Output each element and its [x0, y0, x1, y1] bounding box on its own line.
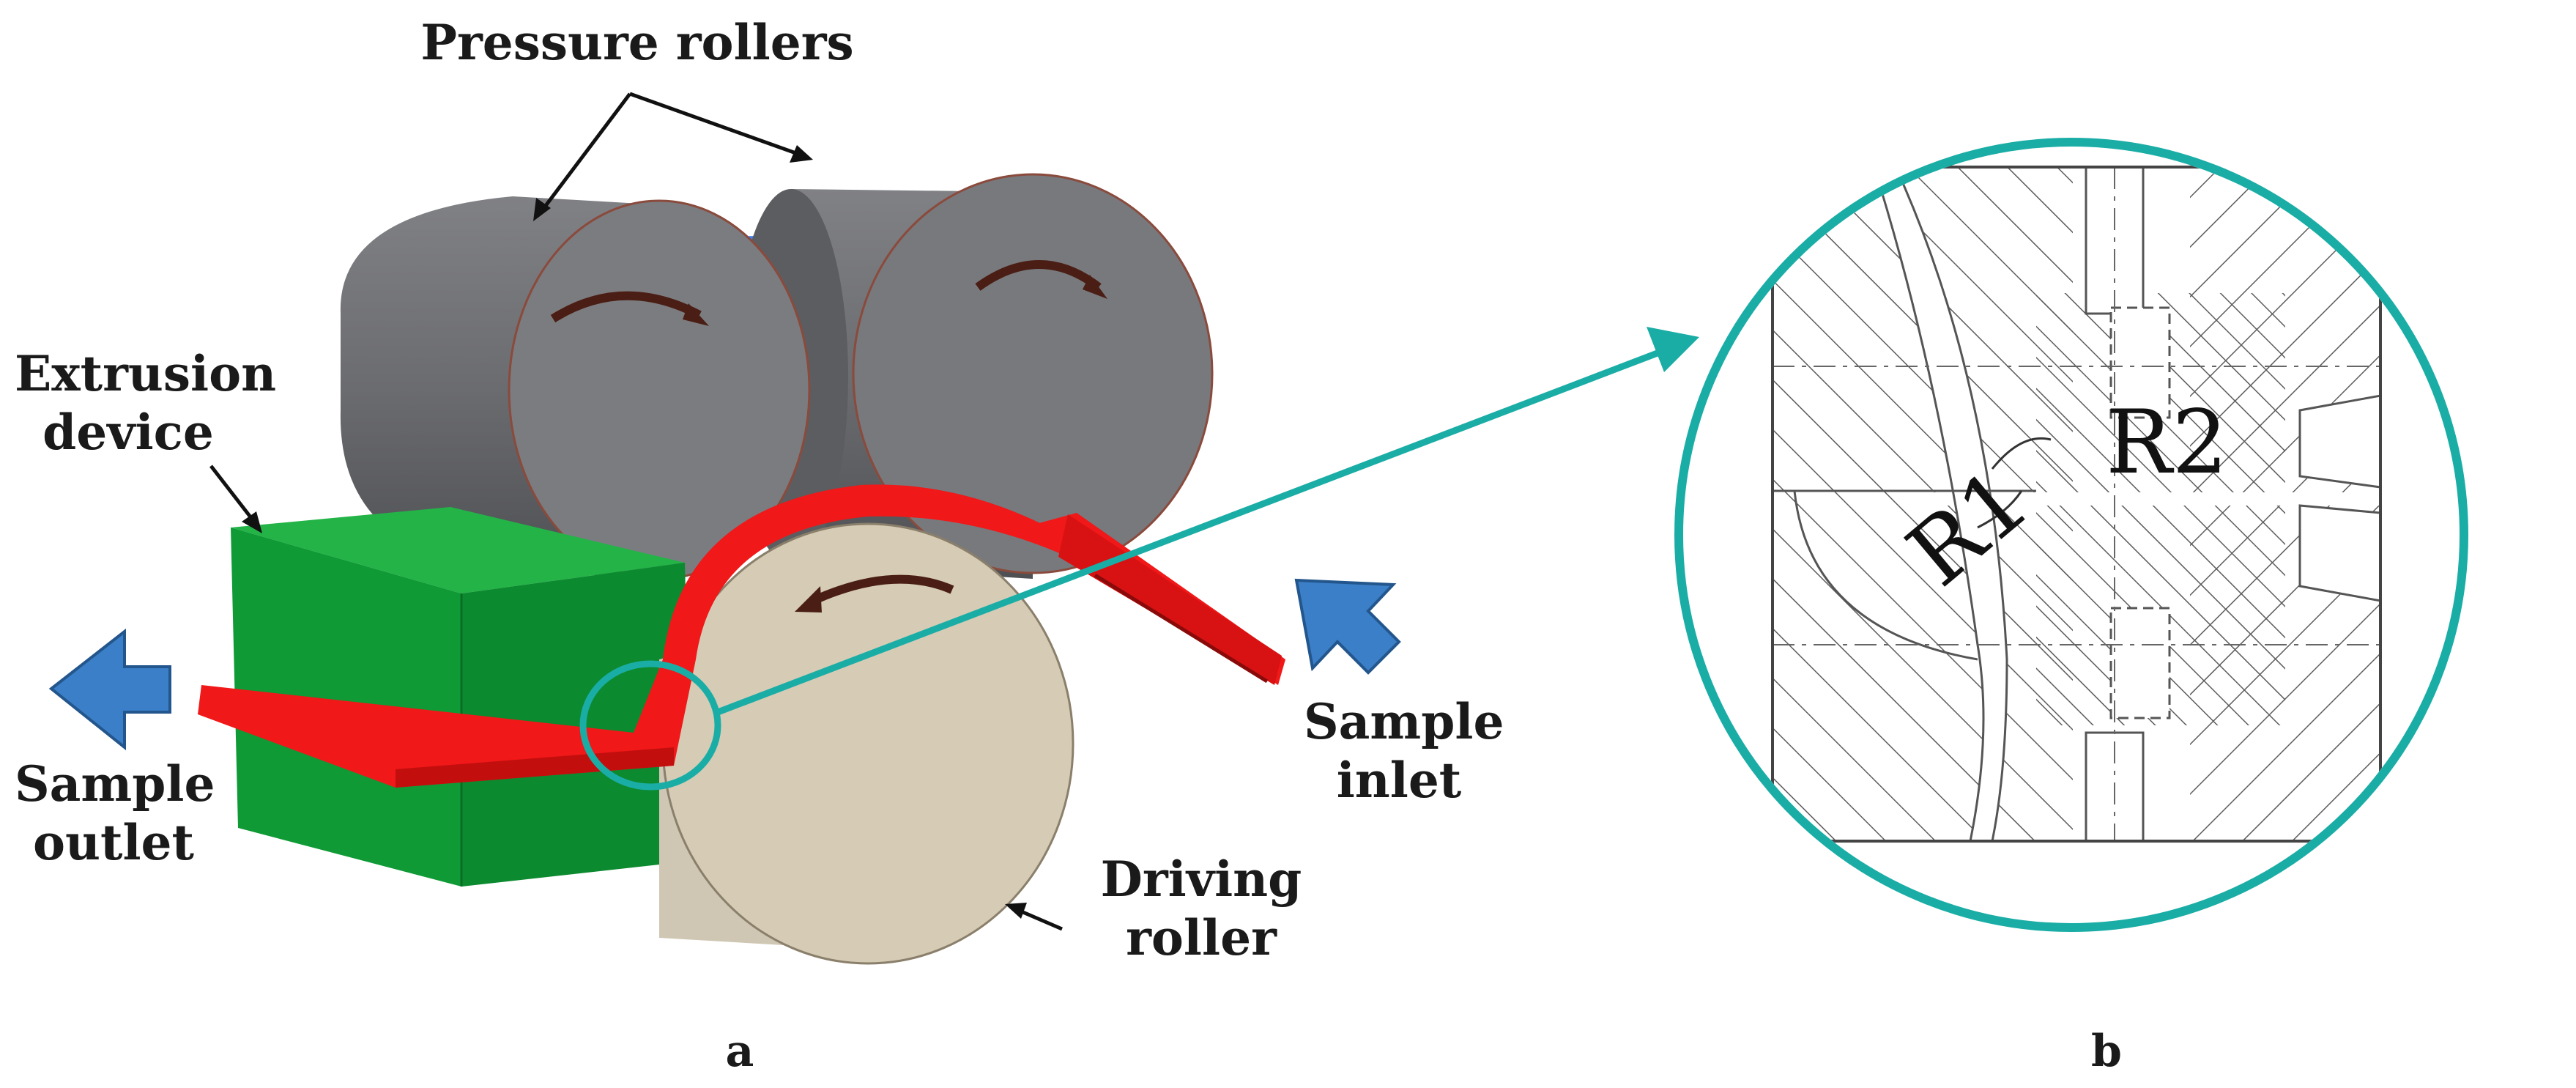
panel-b-die-cross-section: R2 R1 [1674, 138, 2468, 932]
sample-outlet-label-line1: Sample [15, 755, 215, 813]
pressure-roller-left [340, 196, 811, 580]
extrusion-device-label-line1: Extrusion [15, 345, 277, 402]
pressure-rollers-leaders [533, 92, 813, 221]
pressure-rollers-label: Pressure rollers [420, 14, 854, 71]
driving-roller-rotation-arrow [795, 574, 954, 613]
extrusion-device-label-line2: device [42, 404, 214, 461]
panel-a-caption: a [725, 1026, 754, 1077]
driving-roller-leader [1005, 903, 1063, 931]
sample-inlet-arrow-icon [1294, 578, 1401, 675]
callout-connector [579, 327, 1699, 791]
panel-a-illustration [48, 92, 1401, 965]
red-sample-strip [198, 484, 1285, 788]
sample-inlet-label: Sample inlet [1304, 692, 1504, 810]
sample-outlet-arrow-icon [48, 628, 171, 751]
sample-inlet-label-line2: inlet [1336, 752, 1462, 809]
driving-roller-label: Driving roller [1091, 850, 1311, 967]
sample-outlet-label-line2: outlet [32, 814, 195, 871]
driving-roller [659, 522, 1074, 965]
driving-roller-label-line2: roller [1126, 909, 1277, 966]
sample-outlet-label: Sample outlet [15, 755, 215, 872]
radius-label-r2: R2 [2106, 392, 2228, 494]
panel-b-caption: b [2091, 1026, 2122, 1077]
sample-inlet-label-line1: Sample [1304, 693, 1504, 750]
pressure-roller-right [734, 173, 1214, 579]
driving-roller-label-line1: Driving [1100, 851, 1302, 908]
extrusion-device-label: Extrusion device [15, 344, 277, 462]
extrusion-device-leader [209, 465, 262, 533]
